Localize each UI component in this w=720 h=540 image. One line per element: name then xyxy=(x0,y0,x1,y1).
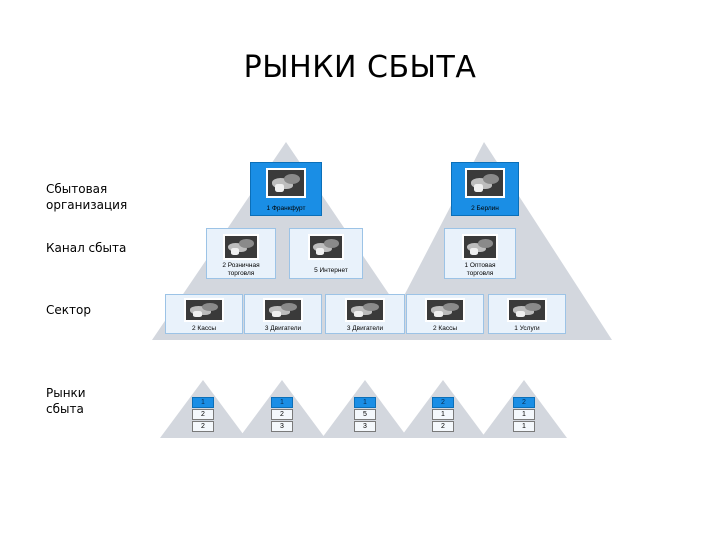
market-value: 3 xyxy=(354,421,376,432)
photo-icon xyxy=(308,234,344,260)
channel-caption: 2 Розничная торговля xyxy=(222,262,260,277)
sector-box[interactable]: 2 Кассы xyxy=(165,294,243,334)
market-value: 5 xyxy=(354,409,376,420)
label-markets: Рынки сбыта xyxy=(46,386,86,416)
market-value: 2 xyxy=(432,421,454,432)
market-column: 2 1 2 xyxy=(432,396,454,432)
sector-box[interactable]: 3 Двигатели xyxy=(244,294,322,334)
label-sales-channel: Канал сбыта xyxy=(46,241,127,255)
channel-caption: 1 Оптовая торговля xyxy=(464,262,496,277)
photo-icon xyxy=(465,168,505,198)
sector-caption: 3 Двигатели xyxy=(264,325,302,332)
pyramid-left xyxy=(152,142,420,340)
channel-box-internet[interactable]: 5 Интернет xyxy=(289,228,363,279)
channel-box-wholesale[interactable]: 1 Оптовая торговля xyxy=(444,228,516,279)
sector-caption: 3 Двигатели xyxy=(346,325,384,332)
photo-icon xyxy=(425,298,465,322)
sector-caption: 2 Кассы xyxy=(192,325,216,332)
market-value: 1 xyxy=(513,421,535,432)
photo-icon xyxy=(462,234,498,260)
org-box-berlin[interactable]: 2 Берлин xyxy=(451,162,519,216)
channel-caption: 5 Интернет xyxy=(314,267,348,274)
sector-caption: 1 Услуги xyxy=(514,325,540,332)
page-title: РЫНКИ СБЫТА xyxy=(243,50,477,85)
market-value: 1 xyxy=(271,397,293,408)
channel-box-retail[interactable]: 2 Розничная торговля xyxy=(206,228,276,279)
market-value: 1 xyxy=(354,397,376,408)
market-value: 1 xyxy=(192,397,214,408)
org-box-frankfurt[interactable]: 1 Франкфурт xyxy=(250,162,322,216)
sector-box[interactable]: 2 Кассы xyxy=(406,294,484,334)
market-column: 1 2 3 xyxy=(271,396,293,432)
market-value: 1 xyxy=(513,409,535,420)
market-value: 2 xyxy=(271,409,293,420)
org-caption: 1 Франкфурт xyxy=(266,205,306,212)
market-value: 2 xyxy=(192,409,214,420)
photo-icon xyxy=(223,234,259,260)
label-sector: Сектор xyxy=(46,303,91,317)
market-value: 2 xyxy=(432,397,454,408)
market-column: 2 1 1 xyxy=(513,396,535,432)
market-column: 1 2 2 xyxy=(192,396,214,432)
sector-box[interactable]: 3 Двигатели xyxy=(325,294,405,334)
market-column: 1 5 3 xyxy=(354,396,376,432)
label-sales-organization: Сбытовая организация xyxy=(46,182,128,212)
market-value: 2 xyxy=(513,397,535,408)
photo-icon xyxy=(507,298,547,322)
market-value: 1 xyxy=(432,409,454,420)
market-value: 3 xyxy=(271,421,293,432)
photo-icon xyxy=(345,298,385,322)
photo-icon xyxy=(266,168,306,198)
market-value: 2 xyxy=(192,421,214,432)
photo-icon xyxy=(263,298,303,322)
sector-box[interactable]: 1 Услуги xyxy=(488,294,566,334)
sector-caption: 2 Кассы xyxy=(433,325,457,332)
org-caption: 2 Берлин xyxy=(471,205,499,212)
photo-icon xyxy=(184,298,224,322)
